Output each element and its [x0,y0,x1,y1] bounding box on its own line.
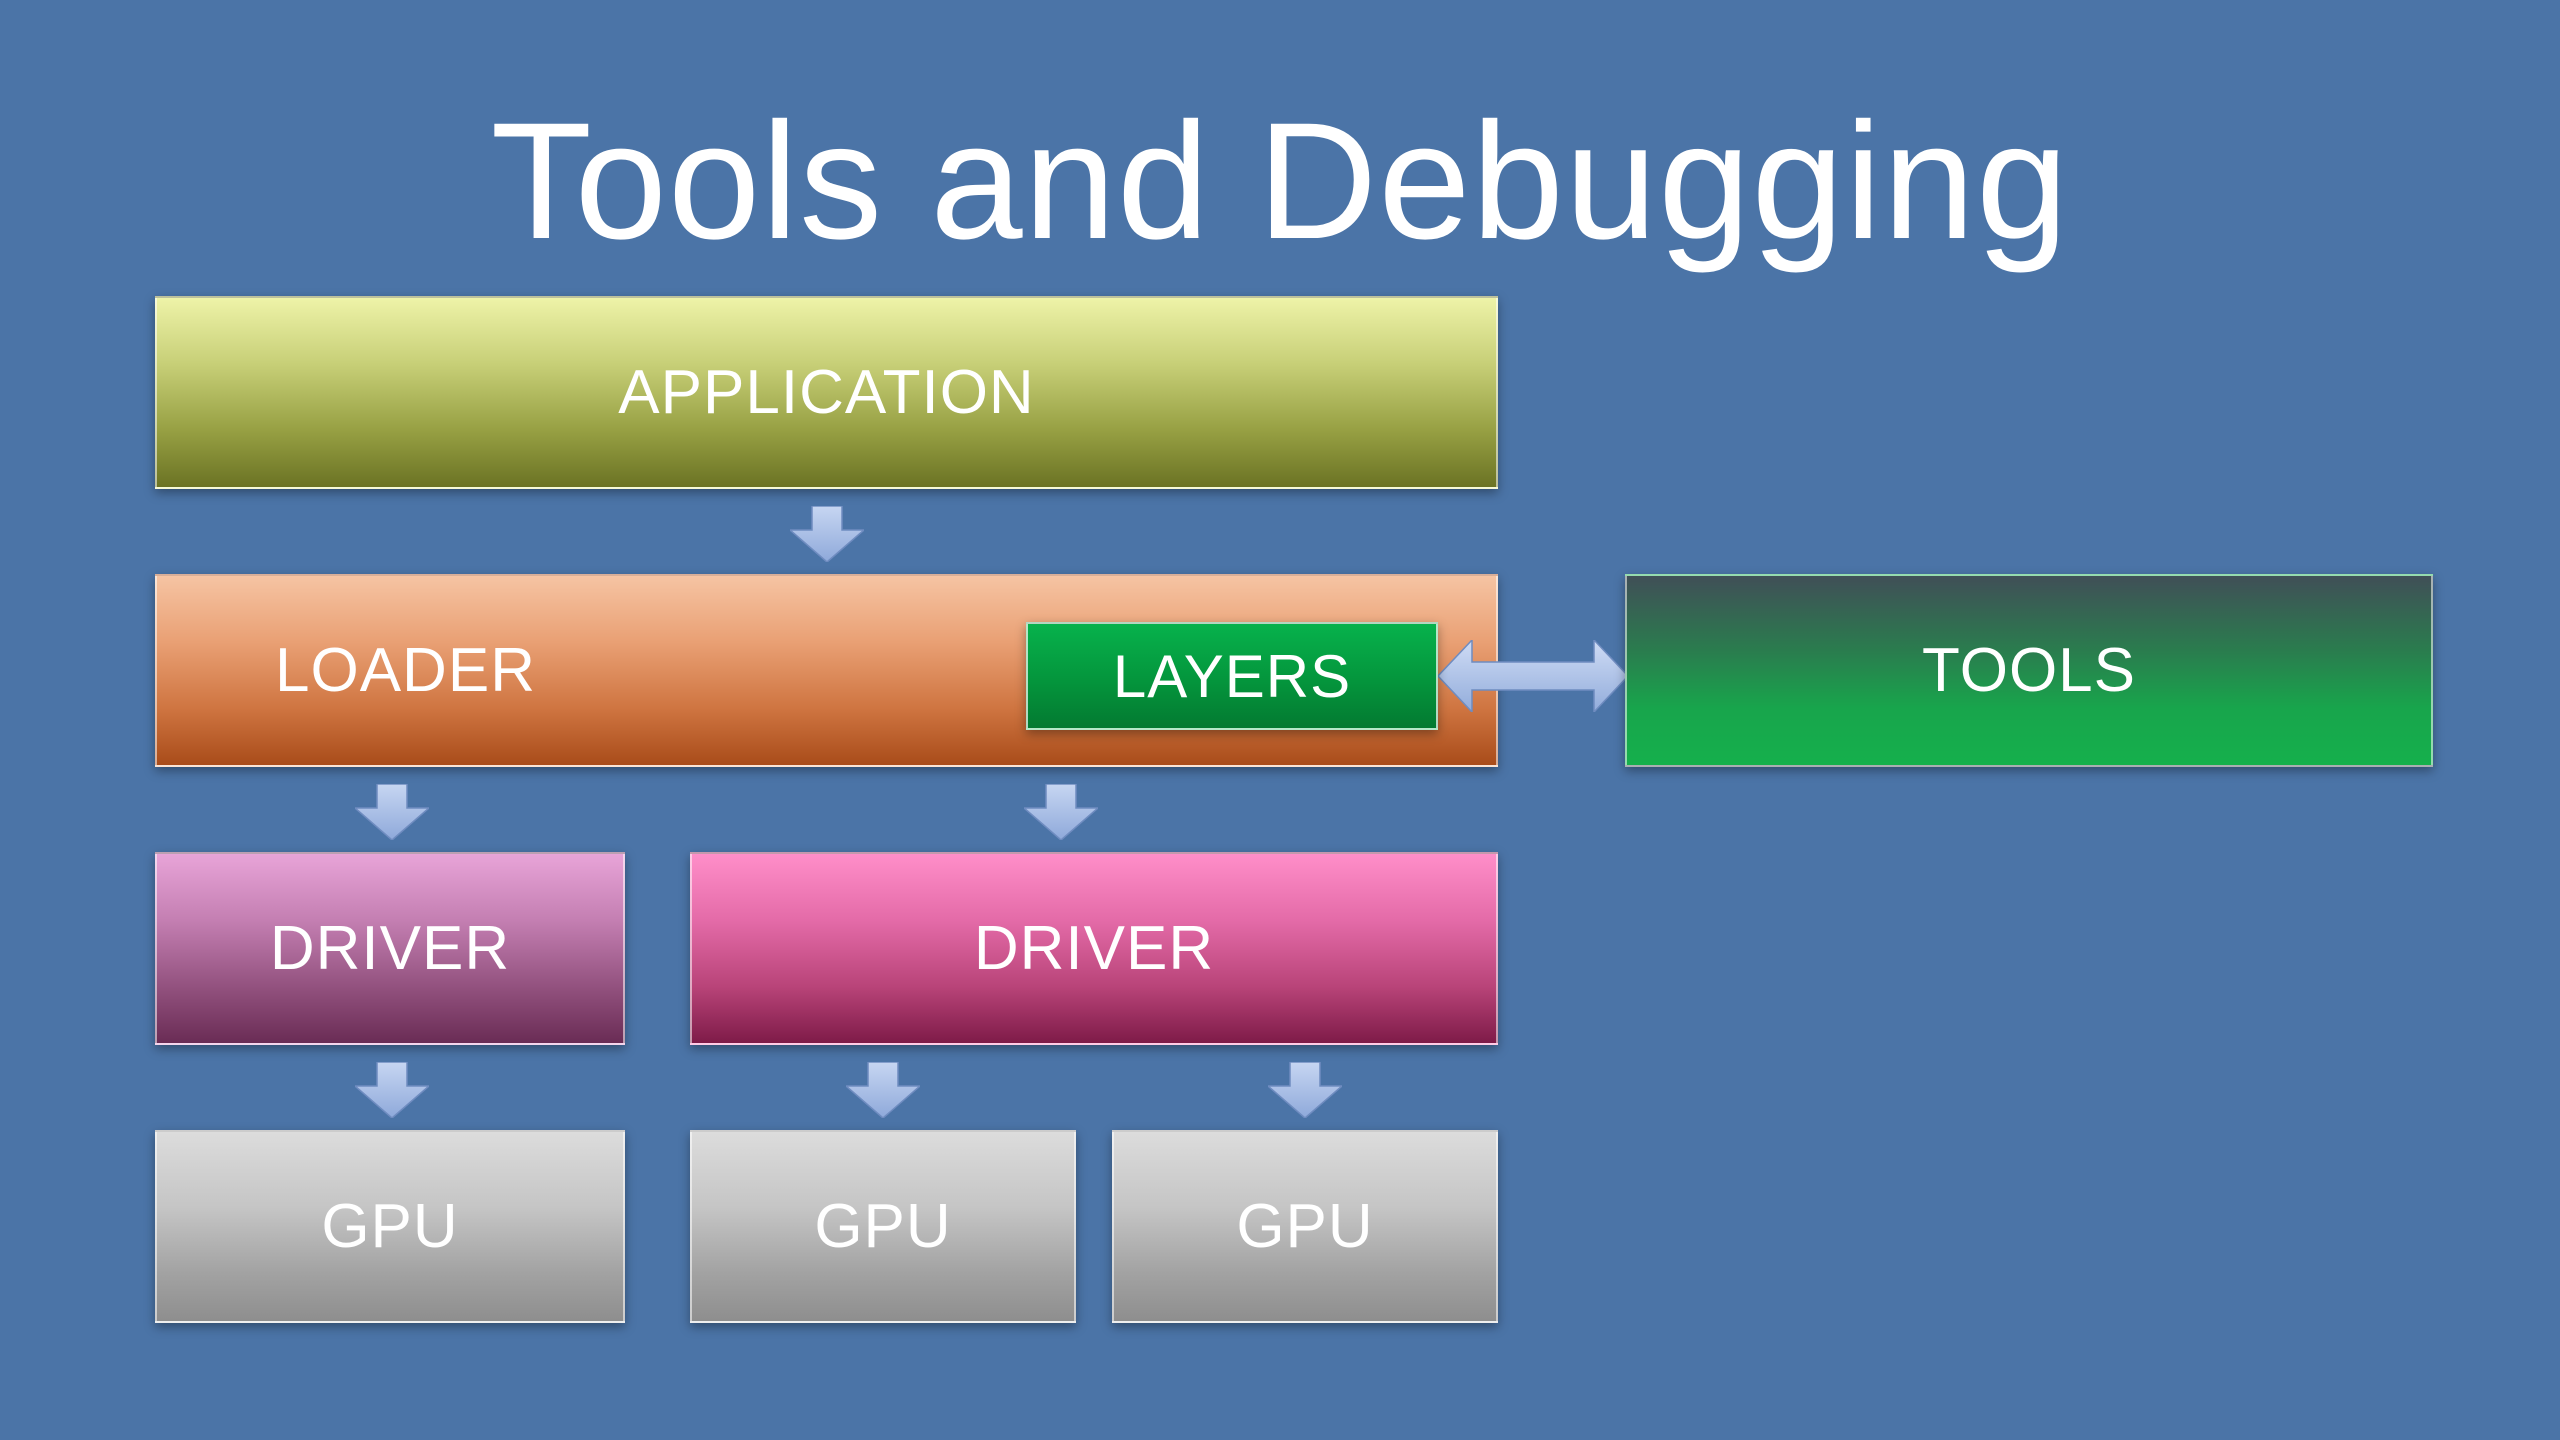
down-arrow-icon [1268,1062,1342,1118]
application-label: APPLICATION [618,358,1035,427]
loader-label: LOADER [275,636,536,705]
driver-label-right: DRIVER [973,914,1215,983]
tools-label: TOOLS [1921,636,2137,705]
layers-label: LAYERS [1112,642,1352,710]
layers-box: LAYERS [1026,622,1438,730]
driver-box-right: DRIVER [690,852,1498,1045]
gpu-label-middle: GPU [814,1192,952,1261]
gpu-label-right: GPU [1236,1192,1374,1261]
down-arrow-icon [790,506,864,562]
driver-label-left: DRIVER [269,914,511,983]
application-box: APPLICATION [155,296,1498,489]
gpu-box-left: GPU [155,1130,625,1323]
gpu-box-right: GPU [1112,1130,1498,1323]
slide-title: Tools and Debugging [490,89,2070,274]
down-arrow-icon [1024,784,1098,840]
gpu-label-left: GPU [321,1192,459,1261]
down-arrow-icon [846,1062,920,1118]
gpu-box-middle: GPU [690,1130,1076,1323]
down-arrow-icon [355,1062,429,1118]
driver-box-left: DRIVER [155,852,625,1045]
tools-box: TOOLS [1625,574,2433,767]
down-arrow-icon [355,784,429,840]
double-arrow-icon [1438,640,1628,712]
